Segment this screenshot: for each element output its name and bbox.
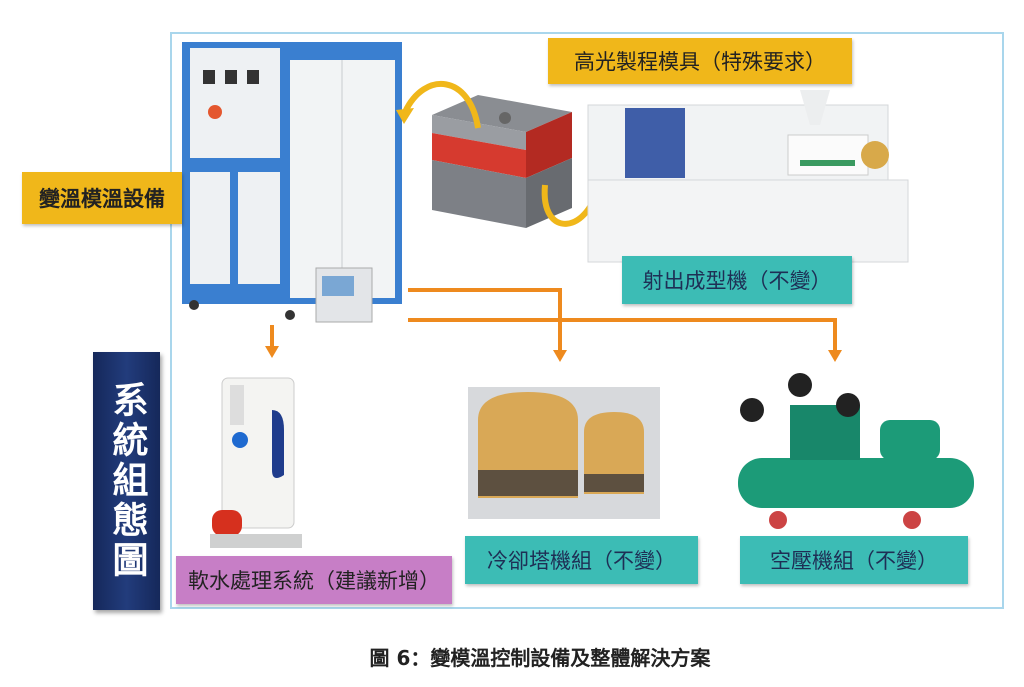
label-cooling-tower: 冷卻塔機組（不變）	[465, 536, 698, 584]
side-title-text: 系統組態圖	[106, 381, 148, 581]
line-to-compressor	[408, 318, 837, 352]
arrow-head-icon	[396, 108, 414, 124]
arrow-head-icon	[265, 346, 279, 358]
air-compressor-image	[738, 373, 974, 529]
line-to-cooling-tower	[408, 288, 562, 352]
figure-caption: 圖 6：變模溫控制設備及整體解決方案	[369, 646, 711, 670]
cooling-tower-image	[468, 387, 660, 519]
arrow-head-icon	[553, 350, 567, 362]
label-water-softener: 軟水處理系統（建議新增）	[176, 556, 452, 604]
arrow-head-icon	[828, 350, 842, 362]
connector-lines	[270, 288, 837, 352]
label-air-compressor: 空壓機組（不變）	[740, 536, 968, 584]
label-mold: 高光製程模具（特殊要求）	[548, 38, 852, 84]
injection-machine-image	[587, 90, 909, 263]
water-softener-image	[210, 377, 302, 548]
side-title: 系統組態圖	[93, 352, 160, 610]
diagram-frame	[170, 32, 1004, 609]
temp-controller-cabinet-image	[182, 42, 402, 323]
label-injection-machine: 射出成型機（不變）	[622, 256, 852, 304]
label-temp-equipment: 變溫模溫設備	[22, 172, 182, 224]
mold-image	[432, 95, 572, 228]
